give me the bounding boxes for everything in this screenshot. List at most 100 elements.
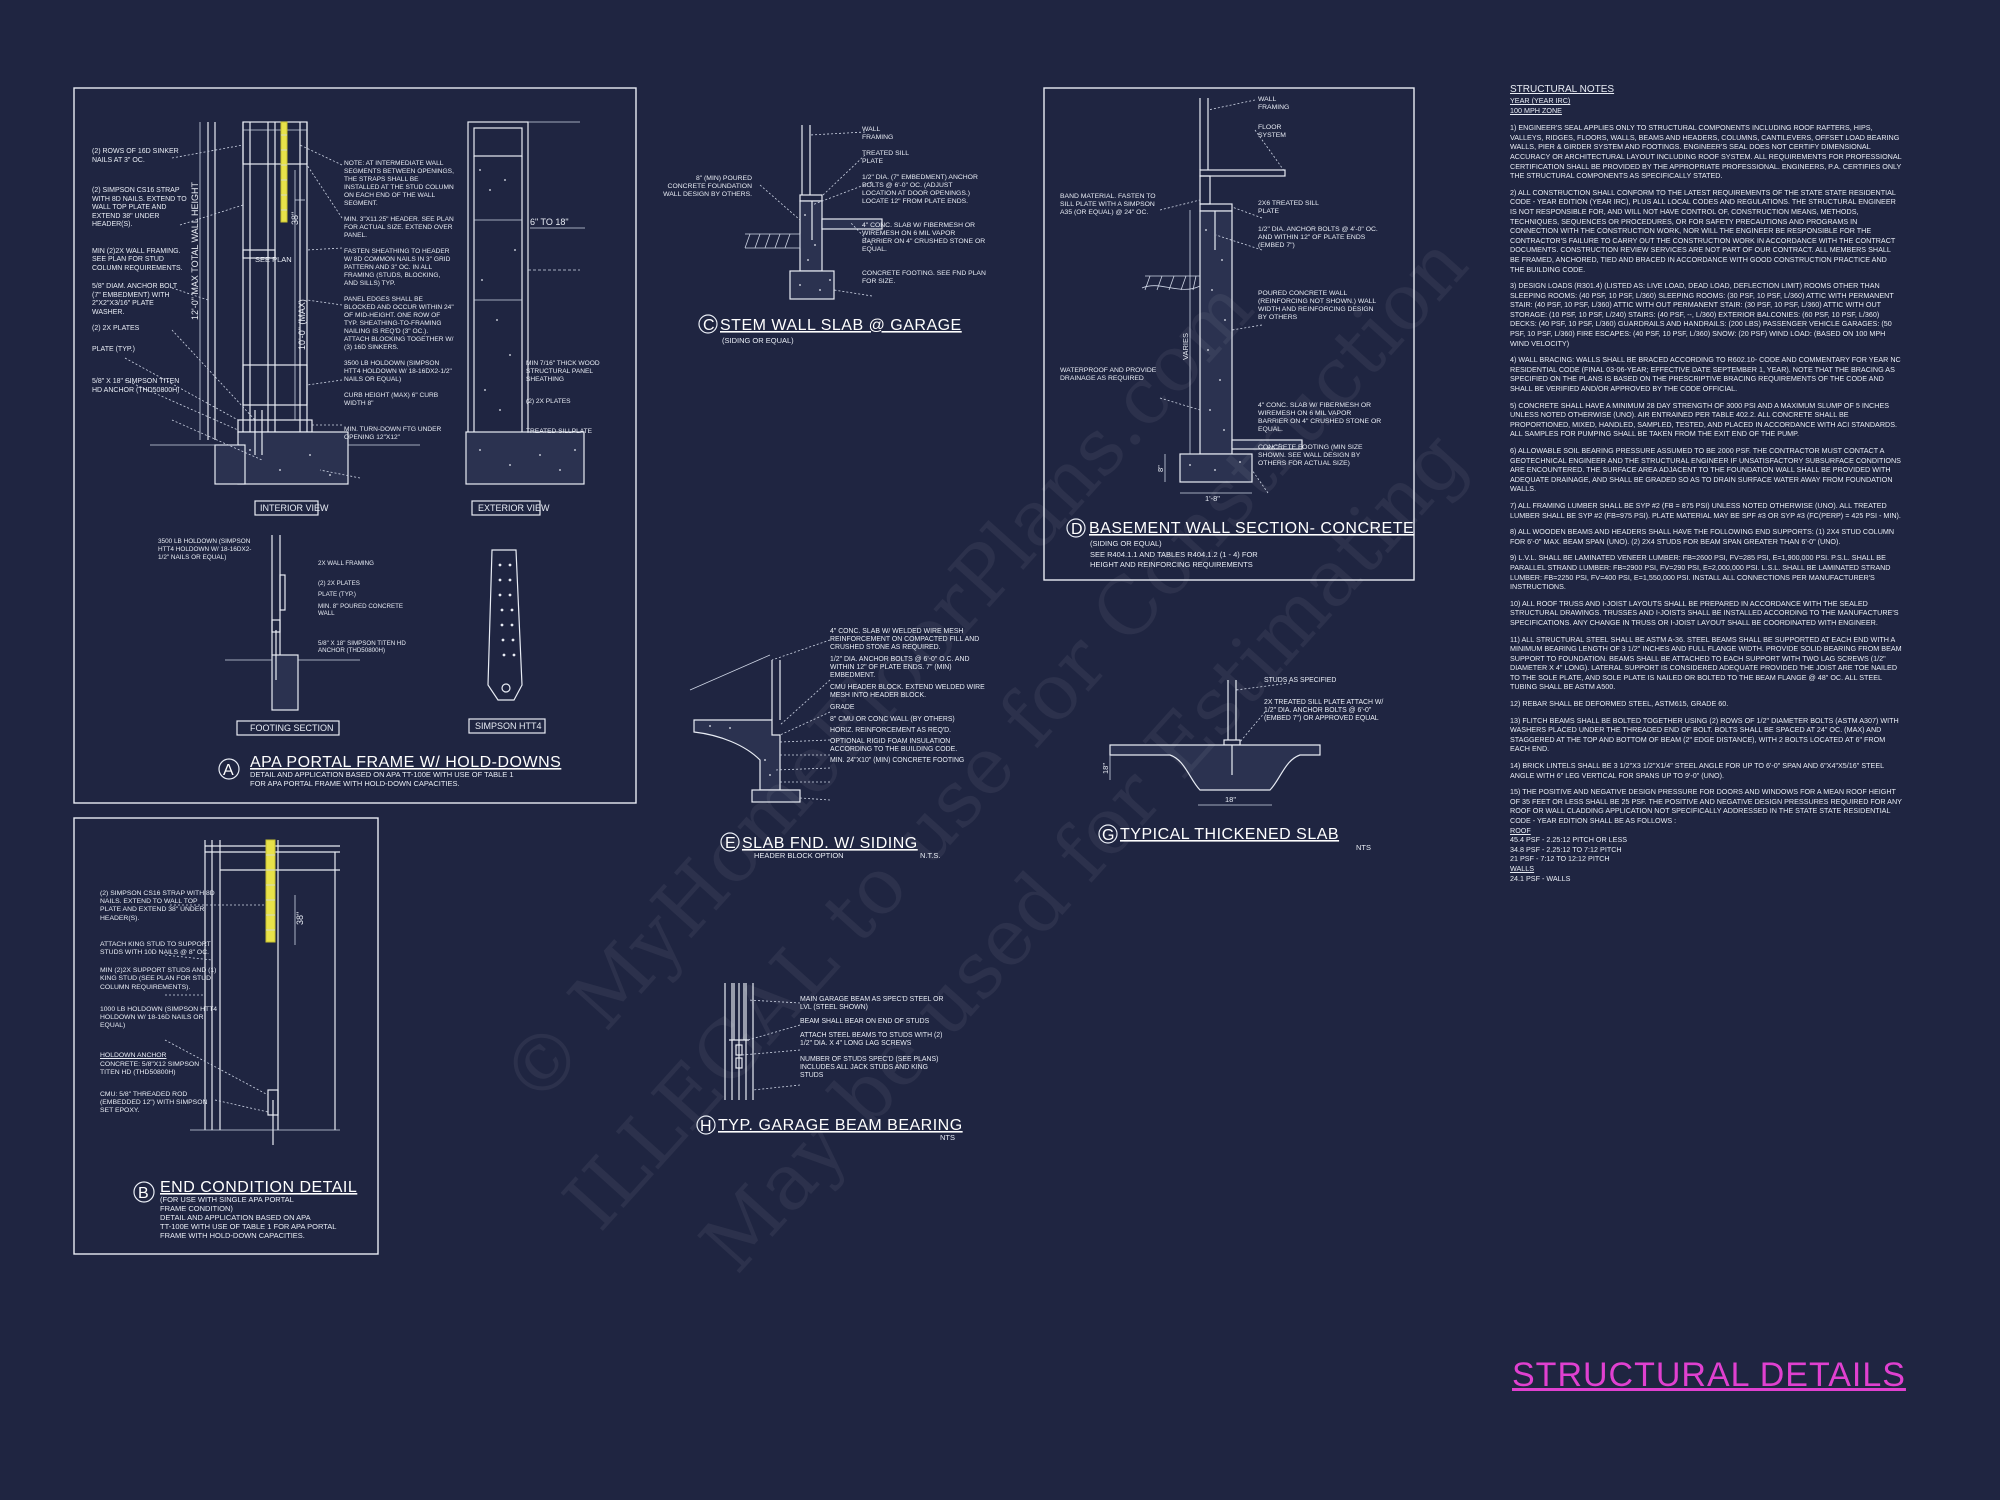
label-c-left-0: 8" (MIN) POURED CONCRETE FOUNDATION WALL… bbox=[663, 175, 752, 198]
detail-g-bubble bbox=[1098, 824, 1118, 844]
walls-line-0: 24.1 PSF - WALLS bbox=[1510, 873, 1571, 883]
label-a-5: PLATE (TYP.) bbox=[92, 345, 135, 353]
label-a-mid-2: FASTEN SHEATHING TO HEADER W/ 8d COMMON … bbox=[344, 248, 451, 287]
label-h-1: BEAM SHALL BEAR ON END OF STUDS bbox=[800, 1018, 930, 1025]
detail-b: 38" (2) SIMPSON CS16 STRAP WITH 8d NAILS… bbox=[73, 817, 379, 1255]
label-a-right-1: (2) 2x PLATES bbox=[526, 398, 571, 405]
label-a-foot-1: 2X WALL FRAMING bbox=[318, 560, 374, 567]
label-b-5: CONCRETE: 5/8"x12 SIMPSON TITEN HD (THD5… bbox=[100, 1060, 200, 1076]
exterior-view-label: EXTERIOR VIEW bbox=[478, 503, 550, 513]
note-7: 7) ALL FRAMING LUMBER SHALL BE SYP #2 (F… bbox=[1510, 500, 1901, 520]
detail-g-nts: NTS bbox=[1356, 843, 1371, 852]
label-a-foot-0: 3500 LB HOLDOWN (SIMPSON HTT4 HOLDOWN W/… bbox=[158, 538, 252, 561]
label-e-1: 1/2" DIA. ANCHOR BOLTS @ 6'-0" O.C. AND … bbox=[830, 656, 970, 679]
label-d-1: FLOOR SYSTEM bbox=[1258, 124, 1286, 139]
label-a-mid-6: MIN. TURN-DOWN FTG UNDER OPENING 12"x12" bbox=[344, 426, 442, 441]
note-9: 9) L.V.L. SHALL BE LAMINATED VENEER LUMB… bbox=[1510, 553, 1891, 592]
label-e-6: OPTIONAL RIGID FOAM INSULATION ACCORDING… bbox=[830, 738, 958, 753]
footing-section-label: FOOTING SECTION bbox=[250, 723, 334, 733]
label-a-right-2: TREATED SILLPLATE bbox=[526, 428, 593, 435]
detail-d-title: BASEMENT WALL SECTION- CONCRETE bbox=[1089, 520, 1414, 537]
detail-g-letter: G bbox=[1102, 827, 1115, 844]
label-e-3: GRADE bbox=[830, 704, 855, 711]
simpson-htt4-label: SIMPSON HTT4 bbox=[475, 721, 542, 731]
label-b-6: CMU: 5/8" THREADED ROD (EMBEDDED 12") WI… bbox=[100, 1091, 208, 1115]
label-a-mid-4: 3500 LB HOLDOWN (SIMPSON HTT4 HOLDOWN W/… bbox=[344, 360, 452, 383]
detail-c-letter: C bbox=[703, 317, 715, 334]
label-d-0: WALL FRAMING bbox=[1258, 96, 1290, 111]
detail-d-letter: D bbox=[1071, 521, 1083, 538]
label-h-2: ATTACH STEEL BEAMS TO STUDS WITH (2) 1/2… bbox=[800, 1032, 943, 1047]
simpson-htt4-drawing: SIMPSON HTT4 bbox=[468, 549, 546, 734]
label-a-mid-3: PANEL EDGES SHALL BE BLOCKED AND OCCUR W… bbox=[344, 296, 454, 351]
strap-yellow-b bbox=[265, 839, 276, 943]
label-h-0: MAIN GARAGE BEAM AS SPEC'D STEEL OR LVL … bbox=[800, 996, 944, 1011]
label-e-4: 8" CMU OR CONC WALL (BY OTHERS) bbox=[830, 716, 955, 723]
dim-varies: VARIES bbox=[1181, 333, 1190, 360]
label-d-6: CONCRETE FOOTING (MIN SIZE SHOWN. SEE WA… bbox=[1258, 444, 1363, 467]
detail-b-letter: B bbox=[138, 1185, 149, 1202]
basement-footing bbox=[1179, 453, 1253, 483]
detail-d-bubble bbox=[1066, 518, 1086, 538]
detail-g-title: TYPICAL THICKENED SLAB bbox=[1120, 826, 1339, 843]
detail-b-bubble bbox=[133, 1181, 155, 1203]
detail-a-letter: A bbox=[223, 762, 234, 779]
note-6: 6) ALLOWABLE SOIL BEARING PRESSURE ASSUM… bbox=[1510, 446, 1901, 494]
detail-d-note2: HEIGHT AND REINFORCING REQUIREMENTS bbox=[1090, 560, 1253, 569]
notes-heading: STRUCTURAL NOTES bbox=[1510, 84, 1615, 95]
label-c-1: TREATED SILL PLATE bbox=[862, 150, 909, 165]
detail-h-bubble bbox=[696, 1115, 716, 1135]
dim-1-8: 1'-8" bbox=[1205, 494, 1220, 503]
note-11: 11) ALL STRUCTURAL STEEL SHALL BE ASTM A… bbox=[1510, 634, 1902, 692]
label-g-0: STUDS AS SPECIFIED bbox=[1264, 677, 1337, 684]
dim-38-b: 38" bbox=[295, 912, 305, 925]
note-4: 4) WALL BRACING: WALLS SHALL BE BRACED A… bbox=[1510, 355, 1901, 394]
label-d-3: 1/2" DIA. ANCHOR BOLTS @ 4'-0" OC. AND W… bbox=[1258, 226, 1378, 249]
note-14: 14) BRICK LINTELS SHALL BE 3 1/2"x3 1/2"… bbox=[1510, 761, 1884, 780]
dim-18-b: 18" bbox=[1225, 795, 1236, 804]
label-a-foot-5: 5/8" x 18" SIMPSON TITEN HD ANCHOR (THD5… bbox=[318, 639, 406, 655]
detail-d: VARIES 8" 1'-8" BAND MATERIAL. FASTEN TO… bbox=[1043, 87, 1415, 581]
detail-b-desc-0: (FOR USE WITH SINGLE APA PORTAL bbox=[160, 1195, 294, 1204]
detail-b-desc-3: TT-100E WITH USE OF TABLE 1 FOR APA PORT… bbox=[160, 1222, 336, 1231]
label-a-2: MIN (2)2X WALL FRAMING. SEE PLAN FOR STU… bbox=[92, 247, 183, 272]
label-c-3: 4" CONC. SLAB w/ FIBERMESH OR WIREMESH O… bbox=[862, 222, 986, 253]
detail-c-subtitle: (SIDING OR EQUAL) bbox=[722, 336, 794, 345]
detail-a: 12'-0" MAX TOTAL WALL HEIGHT 10'-0" (MAX… bbox=[73, 87, 637, 804]
note-13: 13) FLITCH BEAMS SHALL BE BOLTED TOGETHE… bbox=[1510, 715, 1899, 754]
detail-a-left-labels: (2) ROWS OF 16d SINKER NAILS AT 3" OC. (… bbox=[92, 148, 454, 441]
note-10: 10) ALL ROOF TRUSS AND I-JOIST LAYOUTS S… bbox=[1510, 598, 1899, 627]
detail-a-frame bbox=[73, 87, 637, 804]
dim-38-a: 38" bbox=[290, 212, 300, 225]
detail-b-desc-1: FRAME CONDITION) bbox=[160, 1204, 233, 1213]
label-d-left-0: BAND MATERIAL. FASTEN TO SILL PLATE WITH… bbox=[1060, 193, 1156, 216]
detail-h-letter: H bbox=[700, 1118, 712, 1135]
watermark: © MyHomeFloorPlans.com ILLEGAL to use fo… bbox=[484, 219, 1485, 1289]
dim-total-height: 12'-0" MAX TOTAL WALL HEIGHT bbox=[190, 182, 200, 320]
label-a-foot-4: MIN. 8" POURED CONCRETE WALL bbox=[318, 602, 404, 618]
detail-e-bubble bbox=[720, 832, 740, 852]
walls-label: WALLS bbox=[1510, 863, 1535, 873]
label-e-5: HORIZ. REINFORCEMENT AS REQ'D. bbox=[830, 727, 952, 734]
detail-c-bubble bbox=[698, 314, 718, 334]
label-e-7: MIN. 24"X10" (MIN) CONCRETE FOOTING bbox=[830, 757, 965, 764]
label-c-0: WALL FRAMING bbox=[862, 126, 894, 141]
label-a-3: 5/8" DIAM. ANCHOR BOLT (7" EMBEDMENT) WI… bbox=[92, 283, 178, 316]
label-d-4: POURED CONCRETE WALL (REINFORCING NOT SH… bbox=[1258, 290, 1376, 321]
see-plan-label: SEE PLAN bbox=[255, 255, 292, 264]
label-a-mid-5: CURB HEIGHT (MAX) 6" CURB WIDTH 8" bbox=[344, 392, 439, 407]
strap-yellow bbox=[280, 121, 288, 223]
interior-view-label: INTERIOR VIEW bbox=[260, 503, 329, 513]
detail-b-title: END CONDITION DETAIL bbox=[160, 1179, 357, 1196]
detail-a-desc1: DETAIL AND APPLICATION BASED ON APA TT-1… bbox=[250, 770, 514, 779]
footing-section-drawing: 3500 LB HOLDOWN (SIMPSON HTT4 HOLDOWN W/… bbox=[158, 535, 406, 736]
note-3: 3) DESIGN LOADS (R301.4) (LISTED AS: LIV… bbox=[1510, 281, 1894, 348]
detail-b-desc-2: DETAIL AND APPLICATION BASED ON APA bbox=[160, 1213, 311, 1222]
roof-line-2: 21 PSF - 7:12 TO 12:12 PITCH bbox=[1510, 854, 1610, 864]
note-12: 12) REBAR SHALL BE DEFORMED STEEL, ASTM6… bbox=[1510, 699, 1729, 709]
detail-h-title: TYP. GARAGE BEAM BEARING bbox=[718, 1117, 963, 1134]
detail-a-bubble bbox=[218, 758, 240, 780]
label-d-left-1: WATERPROOF AND PROVIDE DRAINAGE AS REQUI… bbox=[1060, 367, 1157, 382]
label-b-4: HOLDOWN ANCHOR bbox=[100, 1052, 167, 1060]
dim-18-a: 18" bbox=[1101, 763, 1110, 774]
